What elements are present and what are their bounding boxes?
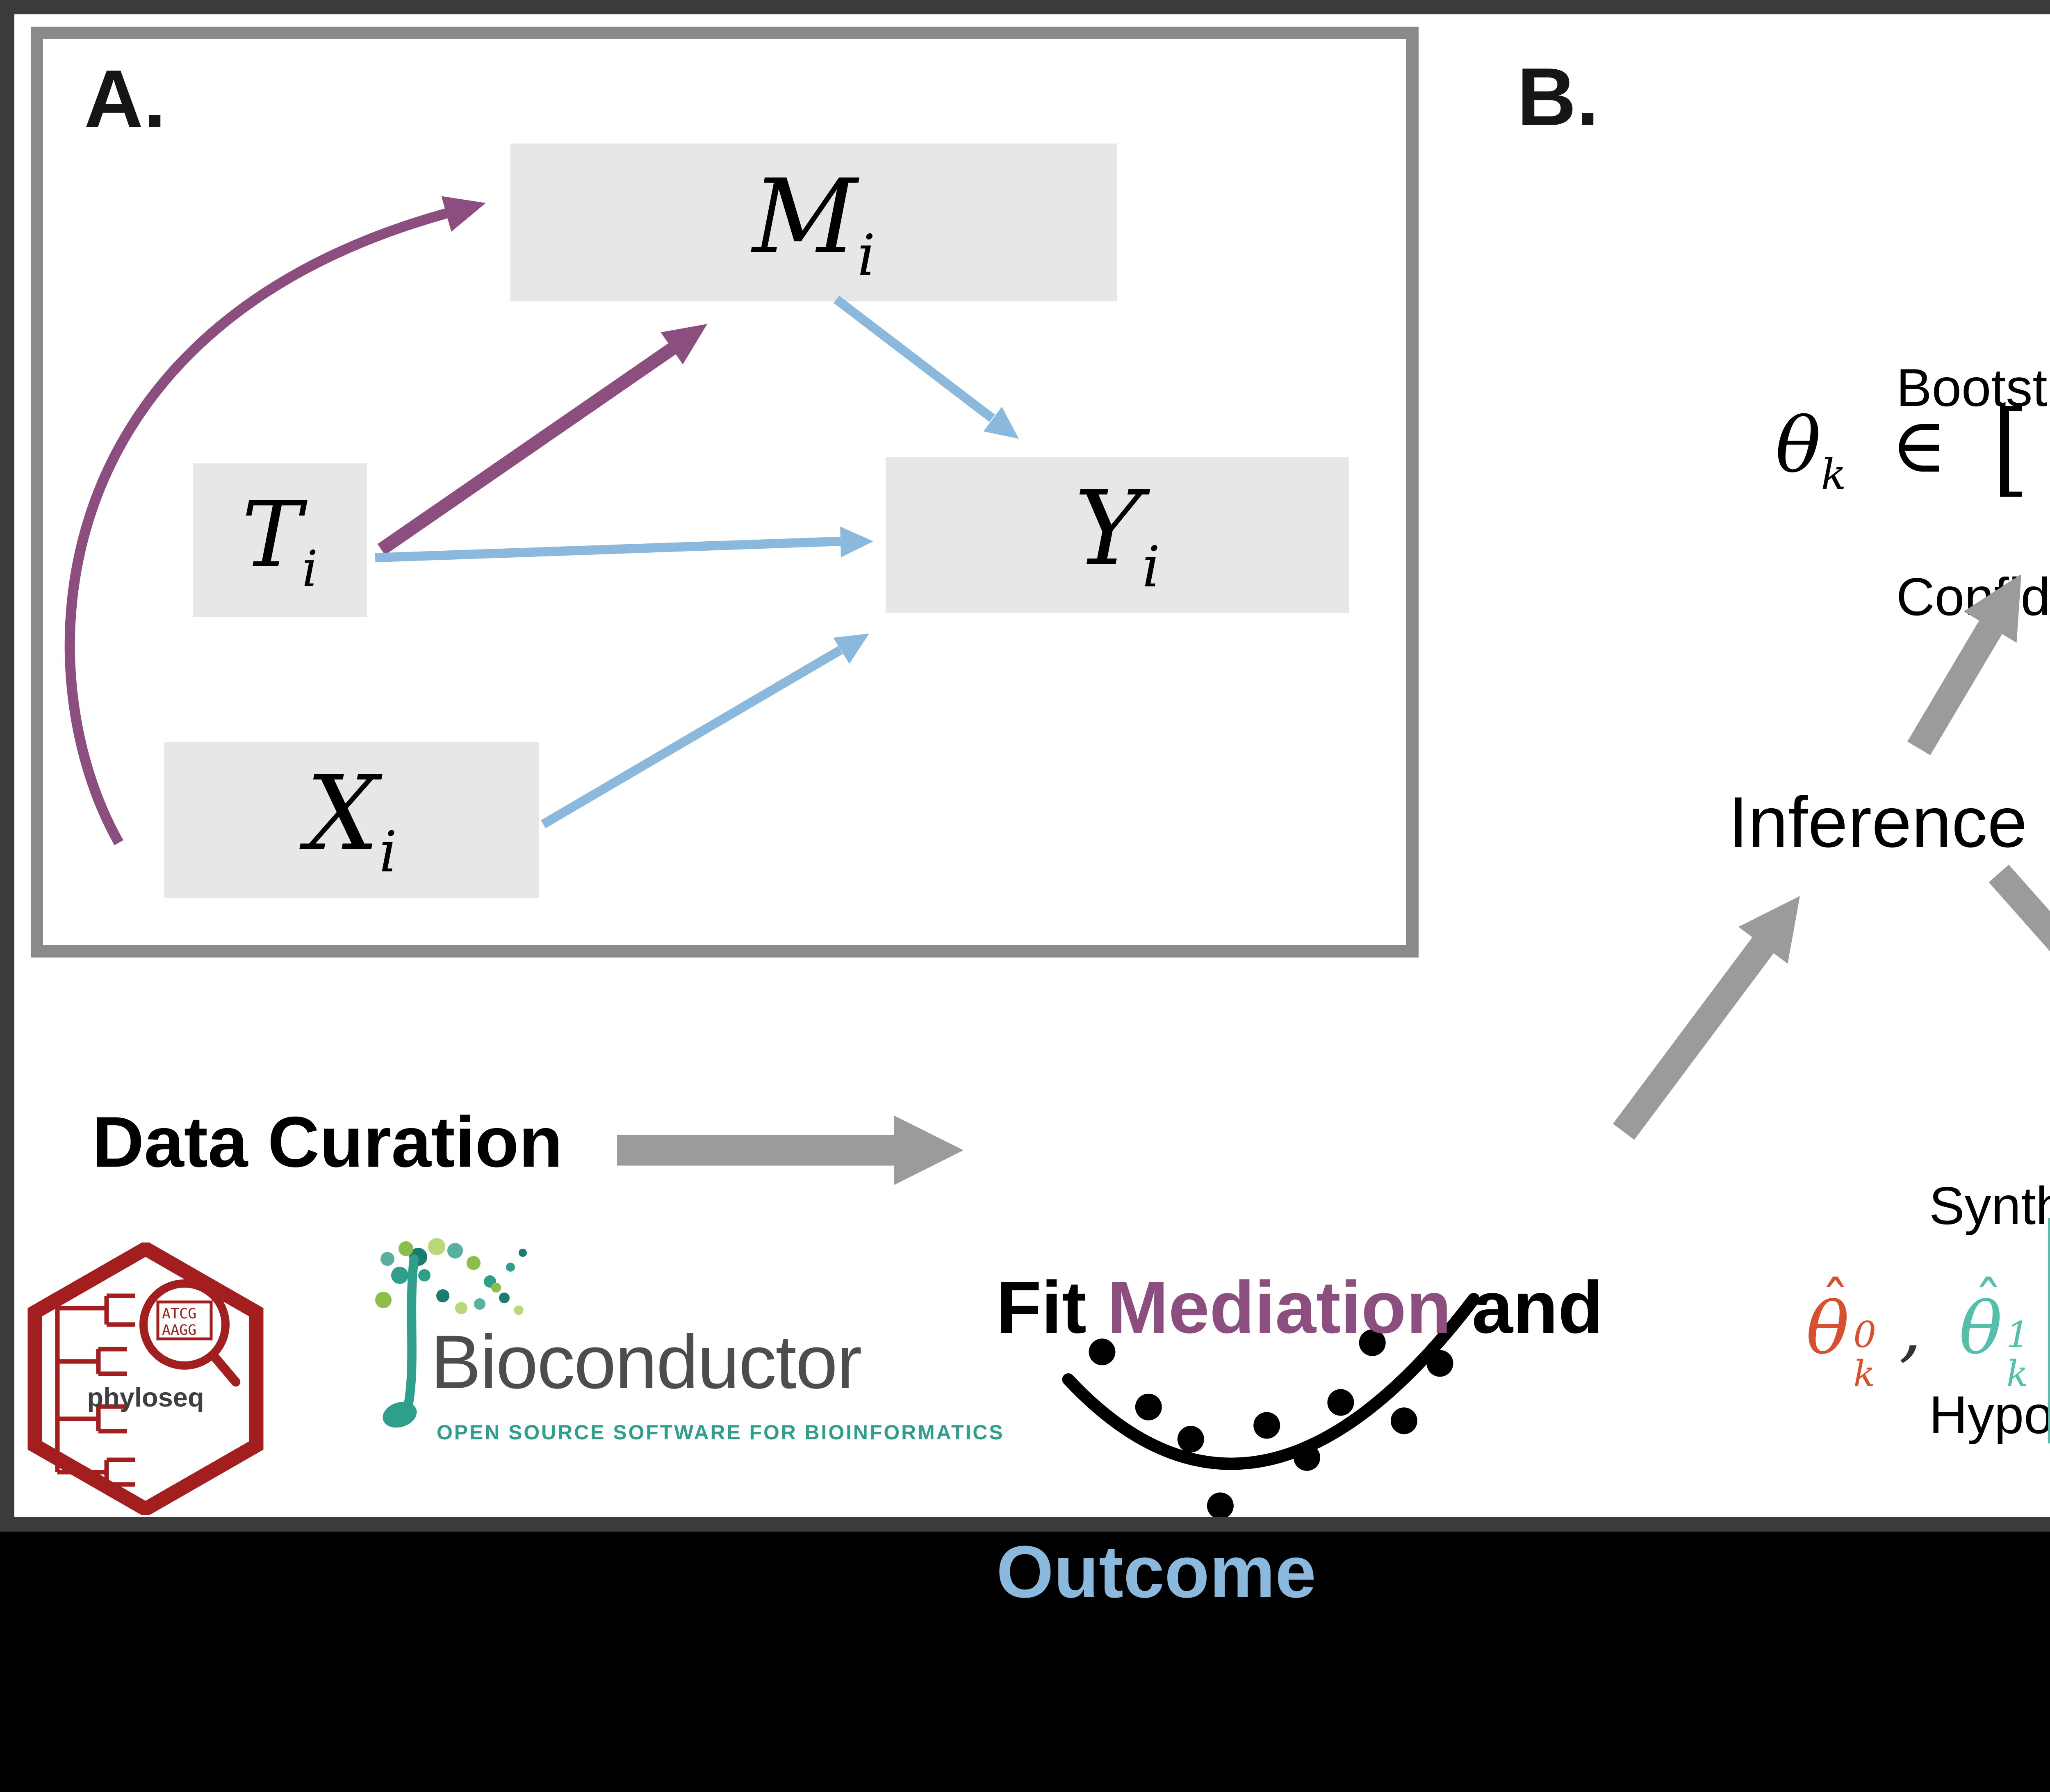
- panel-b-label: B.: [1517, 53, 1599, 144]
- synthetic-null-title-line2: Hypothesis Testing: [1929, 1384, 2050, 1445]
- outcome-word: Outcome: [996, 1530, 1317, 1614]
- null-distribution-histogram: [2048, 1218, 2050, 1443]
- magnifier-handle-icon: [208, 1350, 241, 1387]
- sequence-text-2: AAGG: [162, 1322, 196, 1338]
- bootstrap-ci-title: Bootstrap Confidence Intervals: [1896, 213, 2050, 771]
- left-bracket: [: [1991, 391, 2030, 509]
- bioconductor-note-icon: [383, 1254, 419, 1428]
- sequence-box: [156, 1300, 213, 1341]
- covariates-var: Xi: [306, 755, 397, 886]
- element-of-symbol: ∈: [1891, 402, 1947, 491]
- node-mediator: Mi: [510, 144, 1117, 301]
- data-curation-label: Data Curation: [92, 1103, 563, 1183]
- mediation-word: Mediation: [1107, 1265, 1451, 1349]
- node-outcome: Yi: [886, 457, 1349, 613]
- node-covariates: Xi: [164, 742, 539, 898]
- comma: ,: [1899, 1290, 1922, 1372]
- panel-a-label: A.: [84, 55, 166, 146]
- phyloseq-logo: ATCG AAGG phyloseq: [27, 1243, 264, 1515]
- bioconductor-wordmark: Bioconductor: [430, 1320, 862, 1404]
- synthetic-null-title-line1: Synthetic Null: [1929, 1175, 2050, 1236]
- inference-label: Inference: [1728, 783, 2027, 863]
- bootstrap-ci-title-line2: Confidence Intervals: [1896, 566, 2050, 627]
- phylogenetic-tree-icon: [55, 1293, 135, 1487]
- node-treatment: Ti: [193, 463, 367, 617]
- bootstrap-ci-formula: θk ∈ [ ˆθLk , ˆθUk ]: [1775, 391, 2050, 516]
- mediator-var: Mi: [752, 157, 875, 288]
- phyloseq-wordmark: phyloseq: [87, 1382, 204, 1412]
- bioconductor-tagline: OPEN SOURCE SOFTWARE FOR BIOINFORMATICS: [437, 1423, 1004, 1445]
- figure-canvas: A. Mi Ti Yi Xi B. Bootstrap Confidence I…: [0, 0, 2050, 1614]
- model-fit-scatterplot: [1062, 1293, 1480, 1517]
- outcome-var: Yi: [1074, 470, 1160, 601]
- treatment-var: Ti: [241, 483, 318, 597]
- fit-models-line1: Fit Mediation and: [996, 1265, 1603, 1349]
- sequence-text-1: ATCG: [162, 1306, 196, 1322]
- synthetic-null-title: Synthetic Null Hypothesis Testing: [1929, 1031, 2050, 1589]
- bioconductor-helix-icon: [375, 1238, 527, 1315]
- fit-models-label: Fit Mediation and Outcome Models: [996, 1087, 1603, 1792]
- theta-k: θk: [1775, 402, 1847, 500]
- bootstrap-ci-title-line1: Bootstrap: [1896, 357, 2050, 418]
- fit-models-line2: Outcome Models: [996, 1530, 1591, 1614]
